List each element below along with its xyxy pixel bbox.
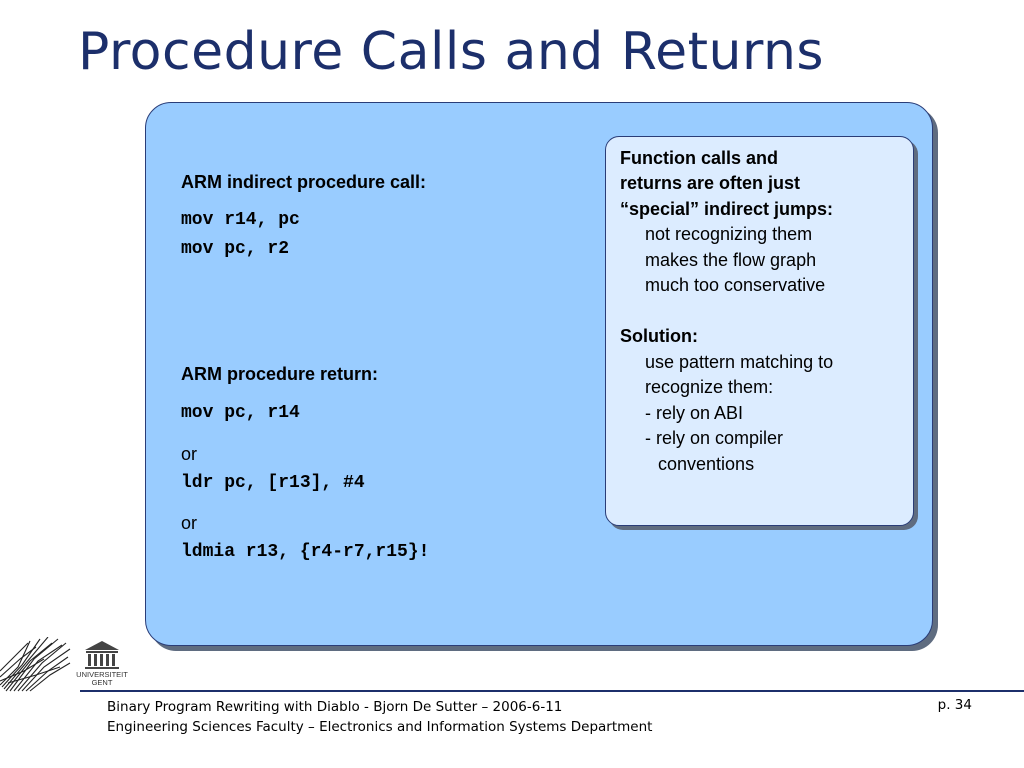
footer-divider bbox=[80, 690, 1024, 692]
call-code-line-2: mov pc, r2 bbox=[181, 239, 290, 259]
call-code-line-1: mov r14, pc bbox=[181, 210, 300, 230]
or-text-1: or bbox=[181, 444, 198, 464]
note-body-line-2: makes the flow graph bbox=[645, 250, 817, 270]
solution-line-1: use pattern matching to bbox=[645, 352, 834, 372]
logo-text-line-1: UNIVERSITEIT bbox=[76, 670, 128, 679]
page-number: p. 34 bbox=[937, 697, 972, 713]
note-heading-line-1: Function calls and bbox=[620, 148, 779, 168]
footer-line-1: Binary Program Rewriting with Diablo - B… bbox=[107, 699, 563, 715]
logo-text-line-2: GENT bbox=[92, 678, 113, 687]
note-box bbox=[605, 136, 914, 526]
note-body-line-1: not recognizing them bbox=[645, 224, 813, 244]
solution-line-2: recognize them: bbox=[645, 377, 774, 397]
or-text-2: or bbox=[181, 513, 198, 533]
note-heading-line-2: returns are often just bbox=[620, 173, 801, 193]
building-icon bbox=[85, 641, 119, 669]
slide-title: Procedure Calls and Returns bbox=[78, 22, 824, 82]
solution-label: Solution: bbox=[620, 326, 698, 346]
return-code-line-3: ldmia r13, {r4-r7,r15}! bbox=[181, 542, 430, 562]
return-code-line-1: mov pc, r14 bbox=[181, 403, 300, 423]
solution-line-3: - rely on ABI bbox=[645, 403, 744, 423]
sketch-graphic bbox=[0, 637, 71, 692]
call-label: ARM indirect procedure call: bbox=[181, 172, 427, 192]
footer-line-2: Engineering Sciences Faculty – Electroni… bbox=[107, 719, 653, 735]
return-label: ARM procedure return: bbox=[181, 364, 379, 384]
solution-line-5: conventions bbox=[658, 454, 755, 474]
return-code-line-2: ldr pc, [r13], #4 bbox=[181, 473, 365, 493]
solution-line-4: - rely on compiler bbox=[645, 428, 784, 448]
note-heading-line-3: “special” indirect jumps: bbox=[620, 199, 834, 219]
note-body-line-3: much too conservative bbox=[645, 275, 826, 295]
university-logo: UNIVERSITEIT GENT bbox=[0, 637, 128, 692]
